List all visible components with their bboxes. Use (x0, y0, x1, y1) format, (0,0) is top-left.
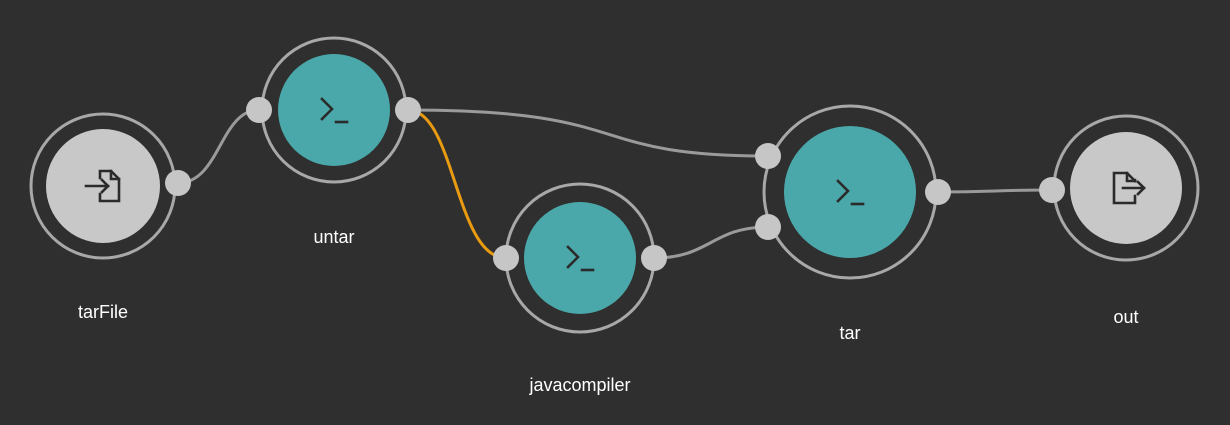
node-tar[interactable]: tar (755, 104, 951, 343)
output-port[interactable] (925, 179, 951, 205)
node-untar[interactable]: untar (246, 36, 421, 247)
node-label: tarFile (78, 302, 128, 322)
edge-tar-to-out[interactable] (936, 188, 1054, 194)
node-label: tar (839, 323, 860, 343)
node-body[interactable] (784, 126, 916, 258)
input-port[interactable] (755, 143, 781, 169)
input-port[interactable] (246, 97, 272, 123)
node-label: untar (313, 227, 354, 247)
nodes-layer: tarFile untar javacompiler tar out (29, 36, 1200, 395)
node-body[interactable] (524, 202, 636, 314)
terminal-icon (320, 97, 349, 124)
node-tarFile[interactable]: tarFile (29, 112, 191, 322)
edge-javacompiler-to-tar[interactable] (652, 225, 770, 260)
node-label: out (1113, 307, 1138, 327)
terminal-icon (836, 179, 865, 206)
file-export-icon (1112, 171, 1146, 205)
edge-untar-to-javacompiler[interactable] (406, 108, 508, 260)
input-port[interactable] (755, 214, 781, 240)
node-body[interactable] (278, 54, 390, 166)
edge-tarFile-to-untar[interactable] (176, 108, 261, 185)
output-port[interactable] (395, 97, 421, 123)
input-port[interactable] (1039, 177, 1065, 203)
terminal-icon (566, 245, 595, 272)
file-import-icon (84, 169, 121, 203)
input-port[interactable] (493, 245, 519, 271)
node-out[interactable]: out (1039, 114, 1200, 327)
node-label: javacompiler (528, 375, 630, 395)
output-port[interactable] (165, 170, 191, 196)
edge-untar-to-tar[interactable] (406, 108, 770, 158)
node-javacompiler[interactable]: javacompiler (493, 182, 667, 395)
output-port[interactable] (641, 245, 667, 271)
